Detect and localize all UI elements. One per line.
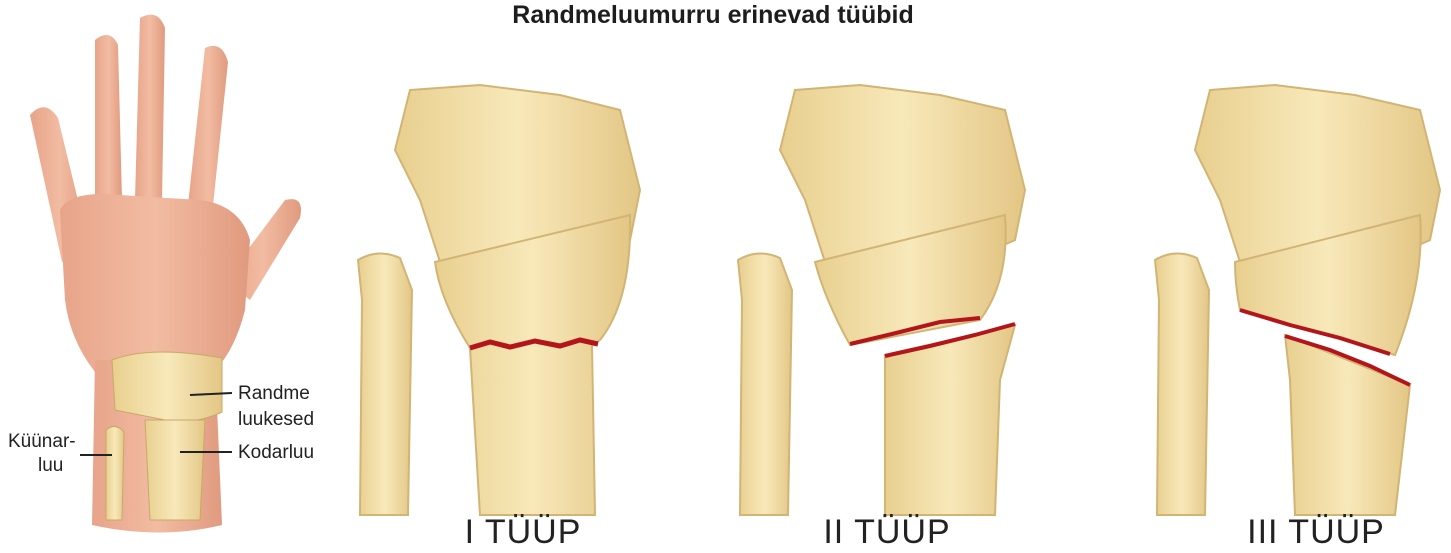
fracture-type-2-illustration xyxy=(738,85,1025,515)
label-radius: Kodarluu xyxy=(238,441,314,464)
label-ulna-line1: Küünar- xyxy=(8,430,76,453)
fracture-type-1-illustration xyxy=(358,85,640,515)
fracture-type-3-illustration xyxy=(1155,85,1440,515)
label-carpal-bones-line2: luukesed xyxy=(238,408,314,431)
type-2-label: II TÜÜP xyxy=(787,512,987,553)
type-1-label: I TÜÜP xyxy=(423,512,623,553)
type-3-label: III TÜÜP xyxy=(1216,512,1416,553)
label-ulna-line2: luu xyxy=(38,454,63,477)
label-carpal-bones-line1: Randme xyxy=(238,382,310,405)
